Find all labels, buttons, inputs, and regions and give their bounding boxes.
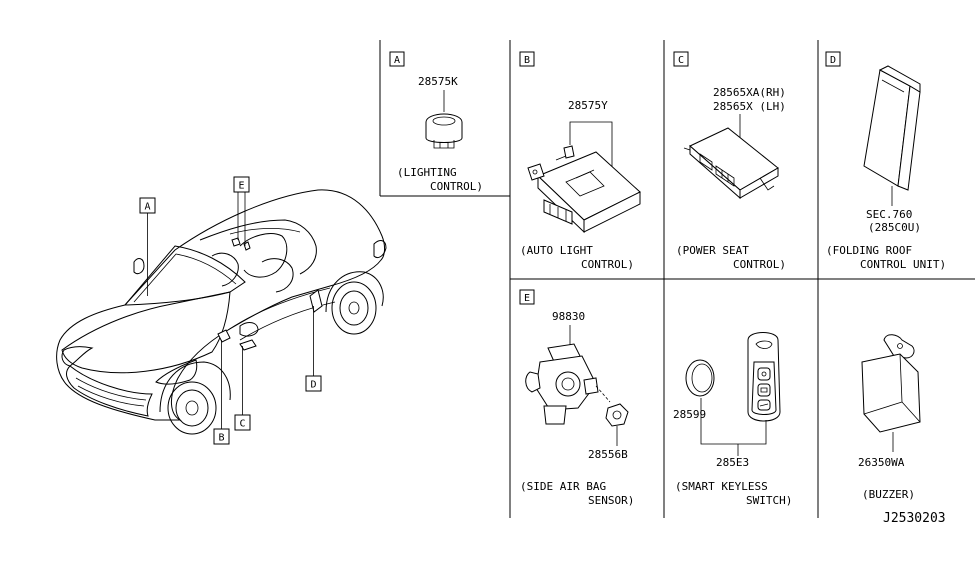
folding-roof-control-unit-drawing — [863, 65, 921, 191]
part-number-28556b: 28556B — [588, 448, 628, 461]
panel-b-letter: B — [524, 55, 530, 66]
part-number-285c0u: (285C0U) — [868, 221, 921, 234]
panel-grid-lines — [379, 40, 975, 518]
panel-b: B 28575Y (AUTO LIGHT CONTROL) — [519, 51, 641, 271]
coin-battery-drawing — [685, 359, 715, 397]
part-number-98830: 98830 — [552, 310, 585, 323]
car-overview — [56, 189, 387, 435]
caption-folding-roof-1: (FOLDING ROOF — [826, 244, 912, 257]
part-number-28565xa-rh: 28565XA(RH) — [713, 86, 786, 99]
part-number-285e3: 285E3 — [716, 456, 749, 469]
power-seat-control-unit-drawing — [683, 127, 779, 200]
callout-c-letter: C — [239, 419, 245, 430]
caption-smart-keyless-1: (SMART KEYLESS — [675, 480, 768, 493]
part-number-26350wa: 26350WA — [858, 456, 905, 469]
diagram-code: J2530203 — [883, 511, 946, 526]
caption-smart-keyless-2: SWITCH) — [746, 494, 792, 507]
panel-c-letter: C — [678, 55, 684, 66]
caption-buzzer: (BUZZER) — [862, 488, 915, 501]
panel-a: A 28575K (LIGHTING CONTROL) — [389, 51, 483, 193]
caption-folding-roof-2: CONTROL UNIT) — [860, 258, 946, 271]
car-callouts: A E B C D — [139, 176, 322, 445]
panel-e: E 98830 28556B (SIDE AIR BAG SENSOR) — [519, 289, 634, 507]
buzzer-drawing — [861, 334, 921, 433]
caption-power-seat-2: CONTROL) — [733, 258, 786, 271]
panel-buzzer: 26350WA (BUZZER) — [858, 334, 921, 501]
panel-c: C 28565XA(RH) 28565X (LH) (POWER SEAT CO… — [673, 51, 786, 271]
part-number-28575y: 28575Y — [568, 99, 608, 112]
caption-auto-light-2: CONTROL) — [581, 258, 634, 271]
part-number-28575k: 28575K — [418, 75, 458, 88]
lighting-sensor-drawing — [425, 113, 463, 149]
sec-760-reference: SEC.760 — [866, 208, 912, 221]
panel-smart-keyless: 28599 285E3 (SMART KEYLESS SWITCH) — [673, 332, 792, 507]
side-air-bag-sensor-drawing — [525, 343, 611, 425]
panel-d-letter: D — [830, 55, 836, 66]
caption-side-air-bag-1: (SIDE AIR BAG — [520, 480, 606, 493]
auto-light-control-unit-drawing — [527, 145, 641, 234]
caption-power-seat-1: (POWER SEAT — [676, 244, 749, 257]
caption-lighting-1: (LIGHTING — [397, 166, 457, 179]
callout-d-letter: D — [310, 380, 316, 391]
part-number-28599: 28599 — [673, 408, 706, 421]
panel-d: D SEC.760 (285C0U) (FOLDING ROOF CONTROL… — [825, 51, 946, 271]
smart-key-fob-drawing — [747, 332, 781, 422]
bolt-28556b-drawing — [605, 403, 629, 427]
part-number-28565x-lh: 28565X (LH) — [713, 100, 786, 113]
callout-b-letter: B — [218, 433, 224, 444]
caption-auto-light-1: (AUTO LIGHT — [520, 244, 593, 257]
caption-lighting-2: CONTROL) — [430, 180, 483, 193]
callout-a-letter: A — [144, 202, 150, 213]
panel-a-letter: A — [394, 55, 400, 66]
panel-e-letter: E — [524, 293, 530, 304]
caption-side-air-bag-2: SENSOR) — [588, 494, 634, 507]
callout-e-letter: E — [238, 181, 244, 192]
